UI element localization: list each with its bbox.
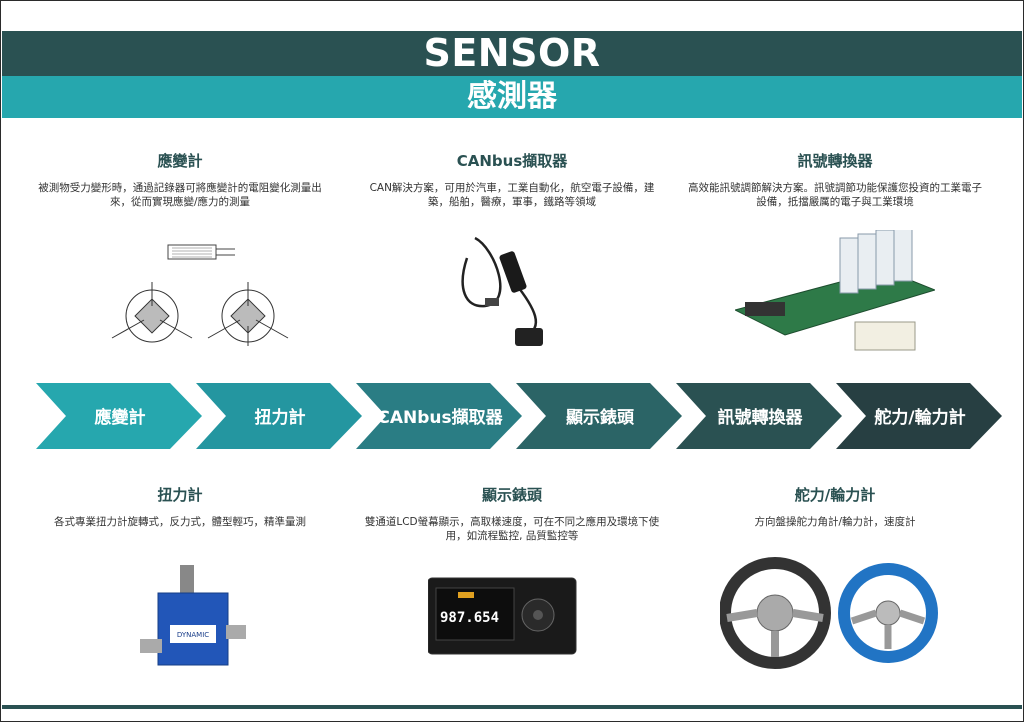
product-torque-meter: 扭力計 各式專業扭力計旋轉式，反力式，體型輕巧，精準量測 — [30, 484, 330, 529]
product-desc: CAN解決方案，可用於汽車，工業自動化，航空電子設備，建築，船舶，醫療，軍事，鐵… — [369, 182, 655, 208]
flow-step-canbus[interactable]: CANbus擷取器 — [356, 383, 522, 449]
page-title-en: SENSOR — [2, 31, 1022, 76]
canbus-cable-image — [461, 236, 543, 346]
flow-label: 訊號轉換器 — [718, 407, 804, 428]
flow-label: CANbus擷取器 — [377, 407, 503, 428]
product-display-meter: 顯示錶頭 雙通道LCD螢幕顯示，高取樣速度，可在不同之應用及環境下使用，如流程監… — [362, 484, 662, 543]
product-strain-gauge: 應變計 被測物受力變形時，通過記錄器可將應變計的電阻變化測量出來，從而實現應變/… — [30, 150, 330, 209]
signal-converter-image — [735, 230, 935, 351]
display-reading: 987.654 — [440, 610, 499, 626]
flow-step-signal-converter[interactable]: 訊號轉換器 — [676, 383, 842, 449]
steering-wheel-image — [720, 557, 938, 669]
footer-bar — [2, 705, 1022, 709]
product-title: 應變計 — [157, 152, 203, 170]
product-desc: 方向盤操舵力角計/輪力計，速度計 — [754, 516, 916, 528]
page-title-zh: 感測器 — [2, 76, 1022, 118]
product-signal-converter: 訊號轉換器 高效能訊號調節解決方案。訊號調節功能保護您投資的工業電子設備，抵擋嚴… — [685, 150, 985, 209]
product-title: 訊號轉換器 — [797, 152, 873, 170]
flow-label: 顯示錶頭 — [566, 407, 635, 428]
flow-step-steering-wheel-meter[interactable]: 舵力/輪力計 — [836, 383, 1002, 449]
product-title: 顯示錶頭 — [481, 486, 542, 504]
product-desc: 高效能訊號調節解決方案。訊號調節功能保護您投資的工業電子設備，抵擋嚴厲的電子與工… — [688, 182, 982, 208]
flow-label: 扭力計 — [255, 407, 306, 428]
product-desc: 被測物受力變形時，通過記錄器可將應變計的電阻變化測量出來，從而實現應變/應力的測… — [38, 182, 322, 208]
product-steering-wheel-meter: 舵力/輪力計 方向盤操舵力角計/輪力計，速度計 — [685, 484, 985, 529]
product-canbus: CANbus擷取器 CAN解決方案，可用於汽車，工業自動化，航空電子設備，建築，… — [362, 150, 662, 209]
product-desc: 各式專業扭力計旋轉式，反力式，體型輕巧，精準量測 — [54, 516, 306, 528]
torque-meter-image: DYNAMIC — [140, 565, 246, 666]
flow-label: 應變計 — [95, 407, 146, 428]
product-title: 扭力計 — [157, 486, 203, 504]
flow-step-torque-meter[interactable]: 扭力計 — [196, 383, 362, 449]
torque-brand-label: DYNAMIC — [177, 631, 209, 639]
product-title: 舵力/輪力計 — [794, 486, 876, 504]
flow-step-display-meter[interactable]: 顯示錶頭 — [516, 383, 682, 449]
flow-step-strain-gauge[interactable]: 應變計 — [36, 383, 202, 449]
display-meter-image: 987.654 — [428, 577, 577, 655]
flow-label: 舵力/輪力計 — [874, 407, 965, 428]
strain-gauge-image — [111, 244, 289, 346]
product-flow: 應變計 扭力計 CANbus擷取器 顯示錶頭 訊號轉換器 舵力/輪力計 — [36, 383, 1002, 449]
product-title: CANbus擷取器 — [456, 152, 568, 170]
product-desc: 雙通道LCD螢幕顯示，高取樣速度，可在不同之應用及環境下使用，如流程監控, 品質… — [364, 516, 660, 542]
